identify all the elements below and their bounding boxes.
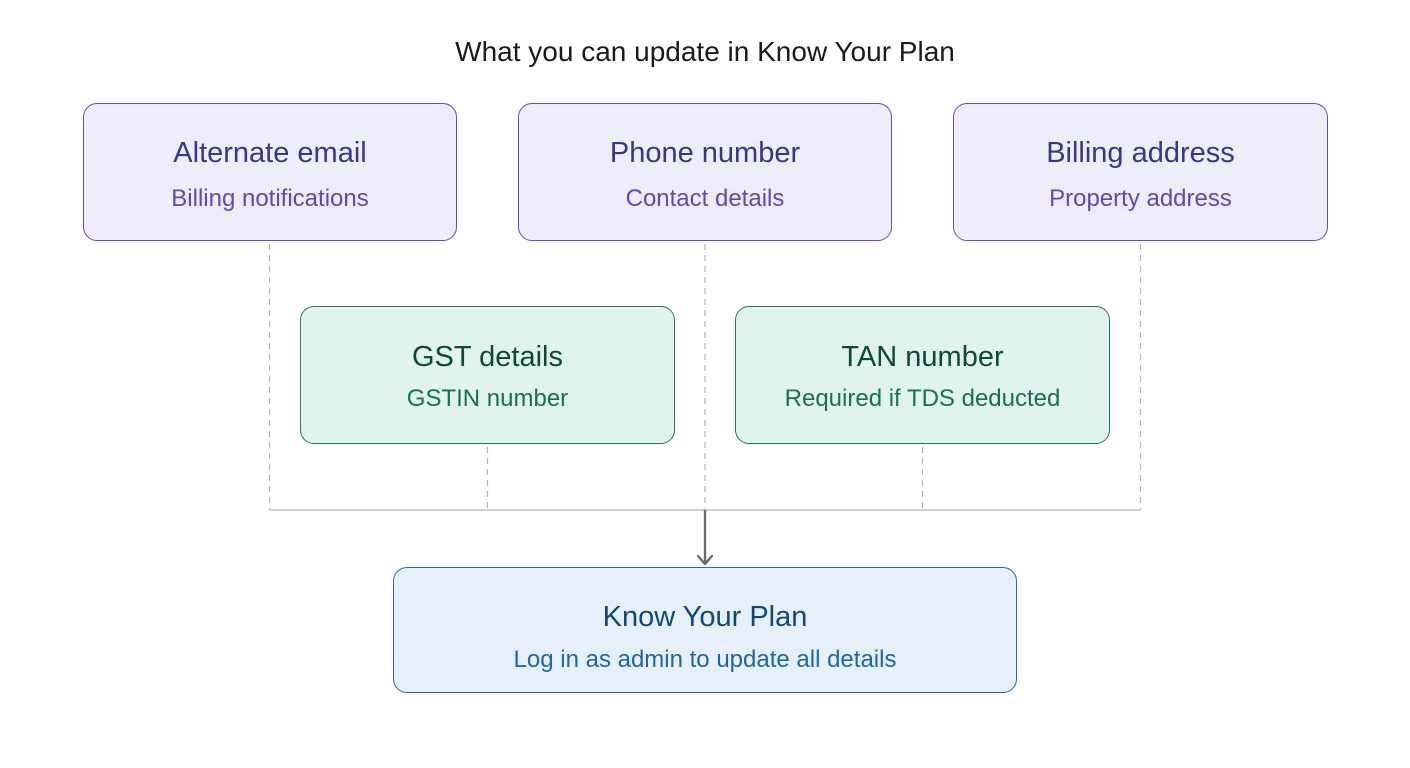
node-subtitle: Contact details xyxy=(625,185,785,212)
node-subtitle: Required if TDS deducted xyxy=(784,385,1061,412)
arrow-head xyxy=(696,554,714,566)
node-billing-address: Billing address Property address xyxy=(953,103,1328,241)
node-subtitle: GSTIN number xyxy=(406,385,569,412)
node-subtitle: Property address xyxy=(1049,185,1232,212)
node-know-your-plan: Know Your Plan Log in as admin to update… xyxy=(393,567,1017,693)
node-title: Know Your Plan xyxy=(602,601,808,633)
node-subtitle: Log in as admin to update all details xyxy=(513,646,897,673)
node-phone-number: Phone number Contact details xyxy=(518,103,892,241)
node-subtitle: Billing notifications xyxy=(171,185,369,212)
node-title: TAN number xyxy=(841,341,1004,373)
node-title: Phone number xyxy=(609,137,801,169)
node-tan-number: TAN number Required if TDS deducted xyxy=(735,306,1110,444)
node-gst-details: GST details GSTIN number xyxy=(300,306,675,444)
node-title: Alternate email xyxy=(173,137,367,169)
node-title: GST details xyxy=(412,341,563,373)
diagram-title: What you can update in Know Your Plan xyxy=(455,36,955,67)
node-alternate-email: Alternate email Billing notifications xyxy=(83,103,457,241)
node-title: Billing address xyxy=(1046,137,1235,169)
